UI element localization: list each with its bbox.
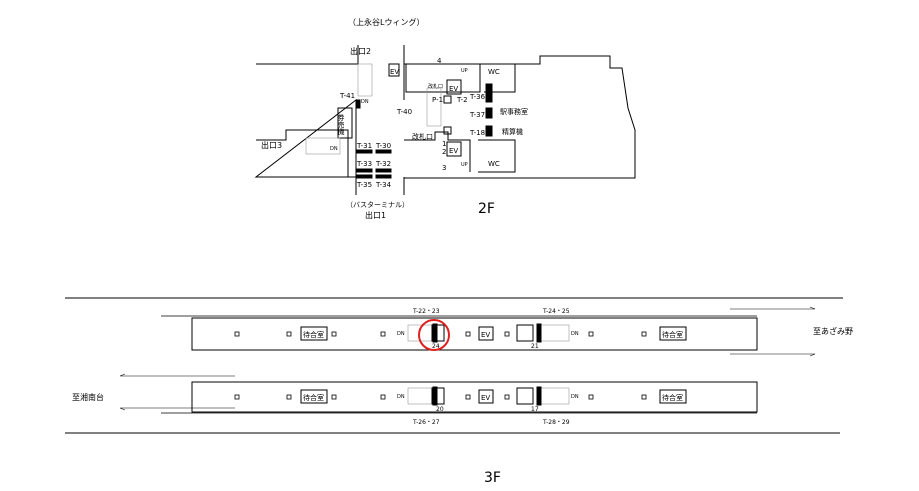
t41: T-41	[339, 92, 355, 100]
t31: T-31	[356, 142, 372, 150]
wc-top: WC	[488, 68, 500, 76]
ev-3f-2: EV	[481, 394, 490, 402]
num-3: 3	[442, 164, 446, 172]
dn-3f-1: DN	[397, 331, 405, 337]
ev-2f-3: EV	[449, 147, 458, 155]
t30: T-30	[375, 142, 391, 150]
t26-27: T-26・27	[412, 419, 440, 426]
ev-2f-2: EV	[449, 85, 458, 93]
t22-23: T-22・23	[412, 308, 440, 315]
up-1: UP	[461, 68, 468, 74]
up-2: UP	[461, 162, 468, 168]
gate-label: 改札口	[412, 132, 433, 141]
num-21: 21	[531, 343, 539, 350]
ev-2f-1: EV	[390, 68, 399, 76]
wing-label: （上永谷Lウィング）	[348, 17, 424, 27]
fare-adjust-label: 精算機	[502, 127, 523, 136]
num-20: 20	[436, 406, 444, 413]
floor-2-plan	[254, 45, 636, 195]
waiting-room-4: 待合室	[662, 393, 683, 402]
bus-terminal-label: （バスターミナル）	[346, 200, 409, 209]
exit-3-label[interactable]: 出口3	[261, 140, 282, 150]
to-shonandai-label: 至湘南台	[72, 392, 104, 402]
office-label: 駅事務室	[500, 107, 528, 116]
num-24: 24	[432, 343, 440, 350]
wc-bottom: WC	[488, 160, 500, 168]
exit-1-label[interactable]: 出口1	[365, 210, 386, 220]
t34: T-34	[375, 181, 392, 189]
num-2: 2	[442, 148, 446, 156]
dn-3f-3: DN	[397, 394, 405, 400]
t32: T-32	[375, 160, 391, 168]
t40: T-40	[396, 108, 412, 116]
t35: T-35	[356, 181, 372, 189]
dn-2: DN	[330, 146, 338, 152]
t37: T-37	[469, 111, 485, 119]
t28-29: T-28・29	[542, 419, 570, 426]
p1: P-1	[432, 96, 443, 104]
t36: T-36	[469, 93, 486, 101]
t2: T-2	[456, 96, 468, 104]
t33: T-33	[356, 160, 372, 168]
floor-3-label: 3F	[484, 470, 501, 486]
dn-1: DN	[361, 99, 369, 105]
num-4: 4	[437, 57, 442, 65]
to-azamino-label: 至あざみ野	[813, 326, 853, 336]
t18: T-18	[469, 129, 485, 137]
floor-2-label: 2F	[478, 201, 495, 217]
highlight-circle	[418, 319, 450, 351]
t24-25: T-24・25	[542, 308, 570, 315]
ticket-machine-label: 券売機	[337, 113, 345, 136]
num-1: 1	[442, 140, 446, 148]
waiting-room-1: 待合室	[303, 330, 324, 339]
ev-3f-1: EV	[481, 331, 490, 339]
dn-3f-4: DN	[571, 394, 579, 400]
floor-3-plan	[65, 297, 843, 434]
waiting-room-2: 待合室	[662, 330, 683, 339]
gate-label-2: 改札口	[428, 83, 443, 90]
exit-2-label[interactable]: 出口2	[350, 46, 371, 56]
num-17: 17	[531, 406, 539, 413]
waiting-room-3: 待合室	[303, 393, 324, 402]
dn-3f-2: DN	[571, 331, 579, 337]
